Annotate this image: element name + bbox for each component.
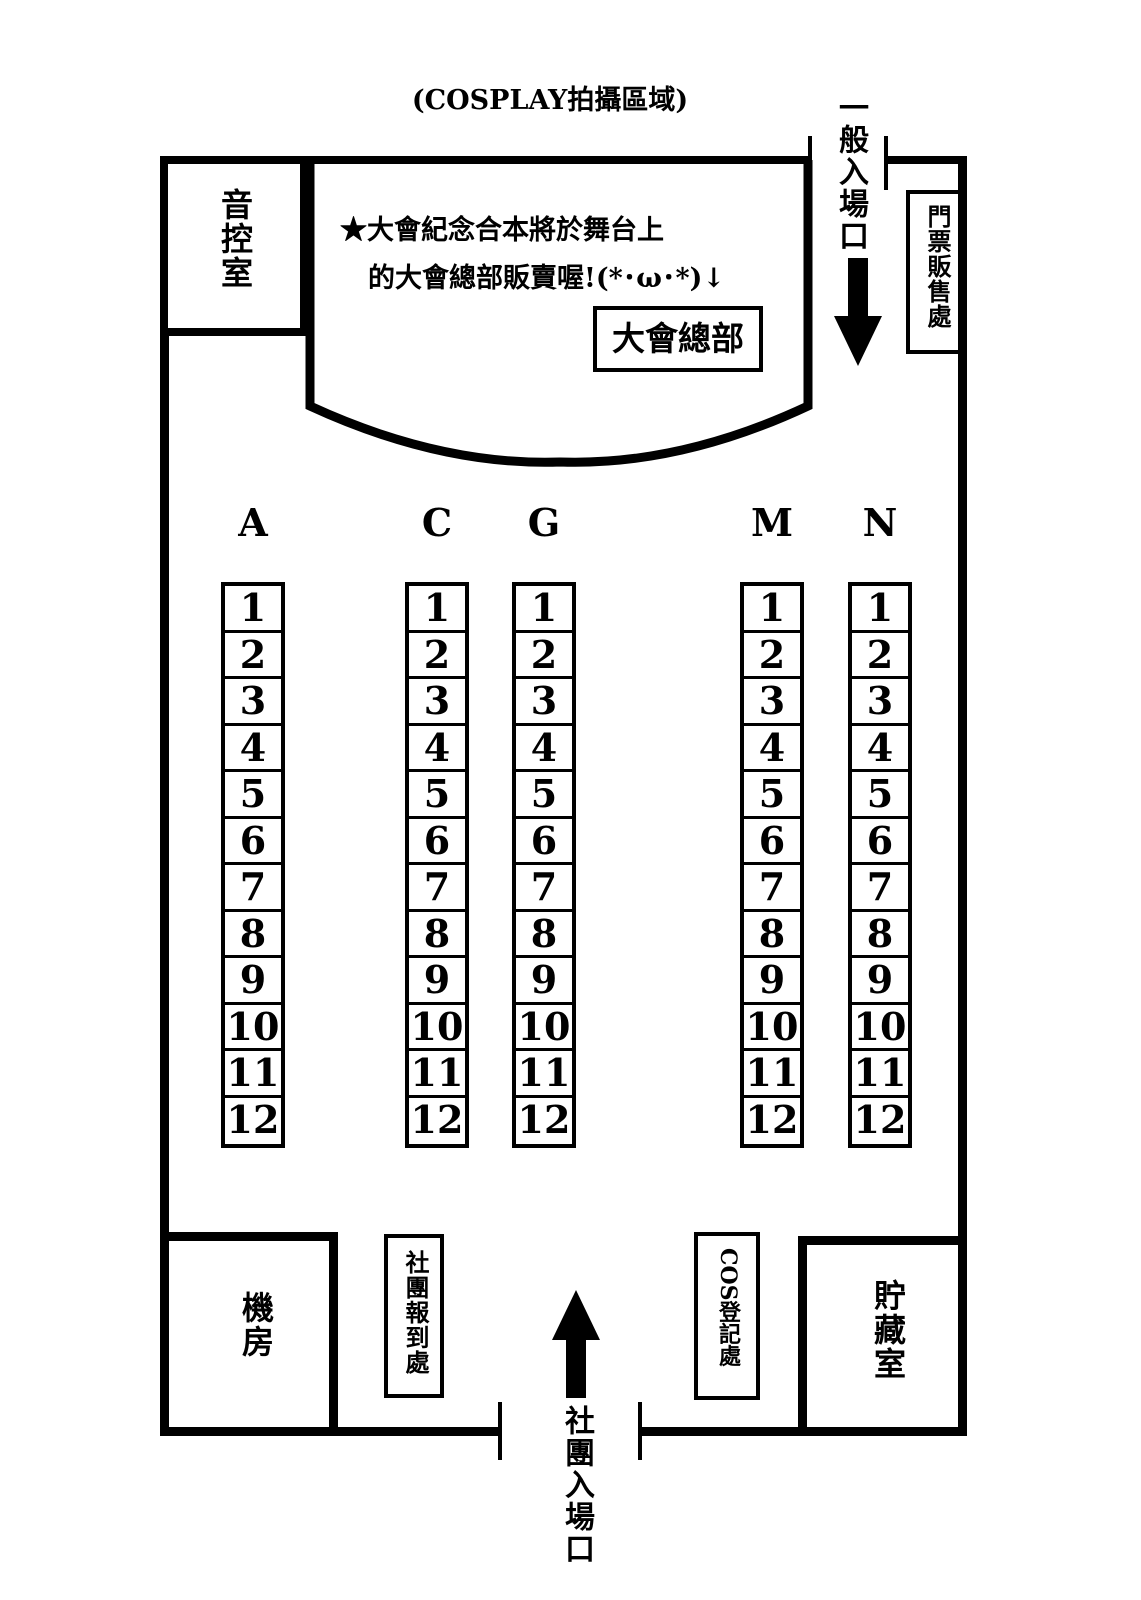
booth-cell[interactable]: 2 xyxy=(852,632,908,679)
club-checkin-desk: 社團報到處 xyxy=(384,1234,444,1398)
booth-cell[interactable]: 10 xyxy=(225,1004,281,1051)
sound-room: 音控室 xyxy=(160,156,308,336)
booth-cell[interactable]: 4 xyxy=(744,725,800,772)
booth-cell[interactable]: 5 xyxy=(852,772,908,819)
booth-cell[interactable]: 9 xyxy=(409,958,465,1005)
booth-cell[interactable]: 8 xyxy=(409,911,465,958)
booth-cell[interactable]: 4 xyxy=(516,725,572,772)
booth-cell[interactable]: 11 xyxy=(744,1051,800,1098)
booth-cell[interactable]: 3 xyxy=(744,679,800,726)
wall-left xyxy=(160,156,169,1435)
booth-cell[interactable]: 6 xyxy=(225,818,281,865)
booth-cell[interactable]: 10 xyxy=(852,1004,908,1051)
hq-label: 大會總部 xyxy=(612,319,744,358)
stage-note-line1: ★大會紀念合本將於舞台上 xyxy=(340,215,664,246)
booth-cell[interactable]: 8 xyxy=(744,911,800,958)
booth-cell[interactable]: 2 xyxy=(744,632,800,679)
column-letter: N xyxy=(862,500,898,545)
booth-cell[interactable]: 5 xyxy=(225,772,281,819)
booth-cell[interactable]: 1 xyxy=(516,586,572,633)
club-checkin-label: 社團報到處 xyxy=(401,1250,430,1375)
booth-cell[interactable]: 4 xyxy=(225,725,281,772)
booth-cell[interactable]: 12 xyxy=(226,1096,280,1142)
cos-registration-desk: COS登記處 xyxy=(694,1232,760,1400)
hq-box: 大會總部 xyxy=(593,306,763,372)
cos-registration-label: COS登記處 xyxy=(715,1248,741,1367)
column-letter: M xyxy=(750,500,794,545)
booth-cell[interactable]: 1 xyxy=(225,586,281,633)
booth-cell[interactable]: 9 xyxy=(225,958,281,1005)
booth-cell[interactable]: 8 xyxy=(225,911,281,958)
door-post xyxy=(884,136,888,190)
booth-cell[interactable]: 4 xyxy=(852,725,908,772)
booth-cell[interactable]: 6 xyxy=(516,818,572,865)
booth-cell[interactable]: 6 xyxy=(409,818,465,865)
booth-cell[interactable]: 1 xyxy=(409,586,465,633)
storage-room: 貯藏室 xyxy=(798,1236,967,1436)
booth-cell[interactable]: 12 xyxy=(517,1096,571,1142)
booth-cell[interactable]: 3 xyxy=(516,679,572,726)
booth-cell[interactable]: 1 xyxy=(852,586,908,633)
column-letter: C xyxy=(421,500,453,545)
booth-cell[interactable]: 7 xyxy=(225,865,281,912)
booth-cell[interactable]: 5 xyxy=(744,772,800,819)
up-arrow-icon xyxy=(552,1290,600,1398)
booth-cell[interactable]: 3 xyxy=(225,679,281,726)
booth-cell[interactable]: 11 xyxy=(225,1051,281,1098)
booth-cell[interactable]: 9 xyxy=(852,958,908,1005)
storage-room-label: 貯藏室 xyxy=(869,1279,907,1381)
booth-cell[interactable]: 8 xyxy=(852,911,908,958)
machine-room: 機房 xyxy=(160,1232,338,1436)
booth-cell[interactable]: 3 xyxy=(852,679,908,726)
door-post xyxy=(498,1402,502,1460)
sound-room-label: 音控室 xyxy=(216,188,254,290)
booth-cell[interactable]: 5 xyxy=(516,772,572,819)
booth-cell[interactable]: 6 xyxy=(852,818,908,865)
wall-right xyxy=(958,156,967,1435)
booth-cell[interactable]: 7 xyxy=(516,865,572,912)
booth-cell[interactable]: 6 xyxy=(744,818,800,865)
booth-cell[interactable]: 10 xyxy=(409,1004,465,1051)
booth-cell[interactable]: 11 xyxy=(409,1051,465,1098)
booth-cell[interactable]: 11 xyxy=(516,1051,572,1098)
column-letter: G xyxy=(527,500,561,545)
booth-cell[interactable]: 10 xyxy=(744,1004,800,1051)
club-entrance-label: 社團入場口 xyxy=(559,1405,594,1565)
booth-cell[interactable]: 7 xyxy=(409,865,465,912)
booth-cell[interactable]: 11 xyxy=(852,1051,908,1098)
booth-cell[interactable]: 8 xyxy=(516,911,572,958)
wall-top-right xyxy=(886,156,966,164)
general-entrance-label: 一般入場口 xyxy=(833,92,868,252)
booth-cell[interactable]: 2 xyxy=(409,632,465,679)
booth-cell[interactable]: 12 xyxy=(410,1096,464,1142)
booth-cell[interactable]: 7 xyxy=(744,865,800,912)
door-post xyxy=(638,1402,642,1460)
booth-cell[interactable]: 12 xyxy=(745,1096,799,1142)
booth-cell[interactable]: 3 xyxy=(409,679,465,726)
booth-cell[interactable]: 10 xyxy=(516,1004,572,1051)
machine-room-label: 機房 xyxy=(237,1291,275,1359)
stage-note-line2: 的大會總部販賣喔!(*･ω･*)↓ xyxy=(368,263,725,294)
booth-cell[interactable]: 2 xyxy=(225,632,281,679)
stage xyxy=(305,160,813,467)
booth-cell[interactable]: 12 xyxy=(853,1096,907,1142)
booth-cell[interactable]: 9 xyxy=(516,958,572,1005)
down-arrow-icon xyxy=(834,258,882,366)
ticket-booth-label: 門票販售處 xyxy=(923,204,952,329)
booth-cell[interactable]: 5 xyxy=(409,772,465,819)
booth-cell[interactable]: 7 xyxy=(852,865,908,912)
wall-top-left xyxy=(160,156,810,164)
cosplay-area-label: (COSPLAY拍攝區域) xyxy=(411,85,689,116)
column-letter: A xyxy=(238,500,268,545)
booth-cell[interactable]: 4 xyxy=(409,725,465,772)
ticket-booth: 門票販售處 xyxy=(906,190,962,354)
booth-cell[interactable]: 9 xyxy=(744,958,800,1005)
booth-cell[interactable]: 1 xyxy=(744,586,800,633)
booth-cell[interactable]: 2 xyxy=(516,632,572,679)
